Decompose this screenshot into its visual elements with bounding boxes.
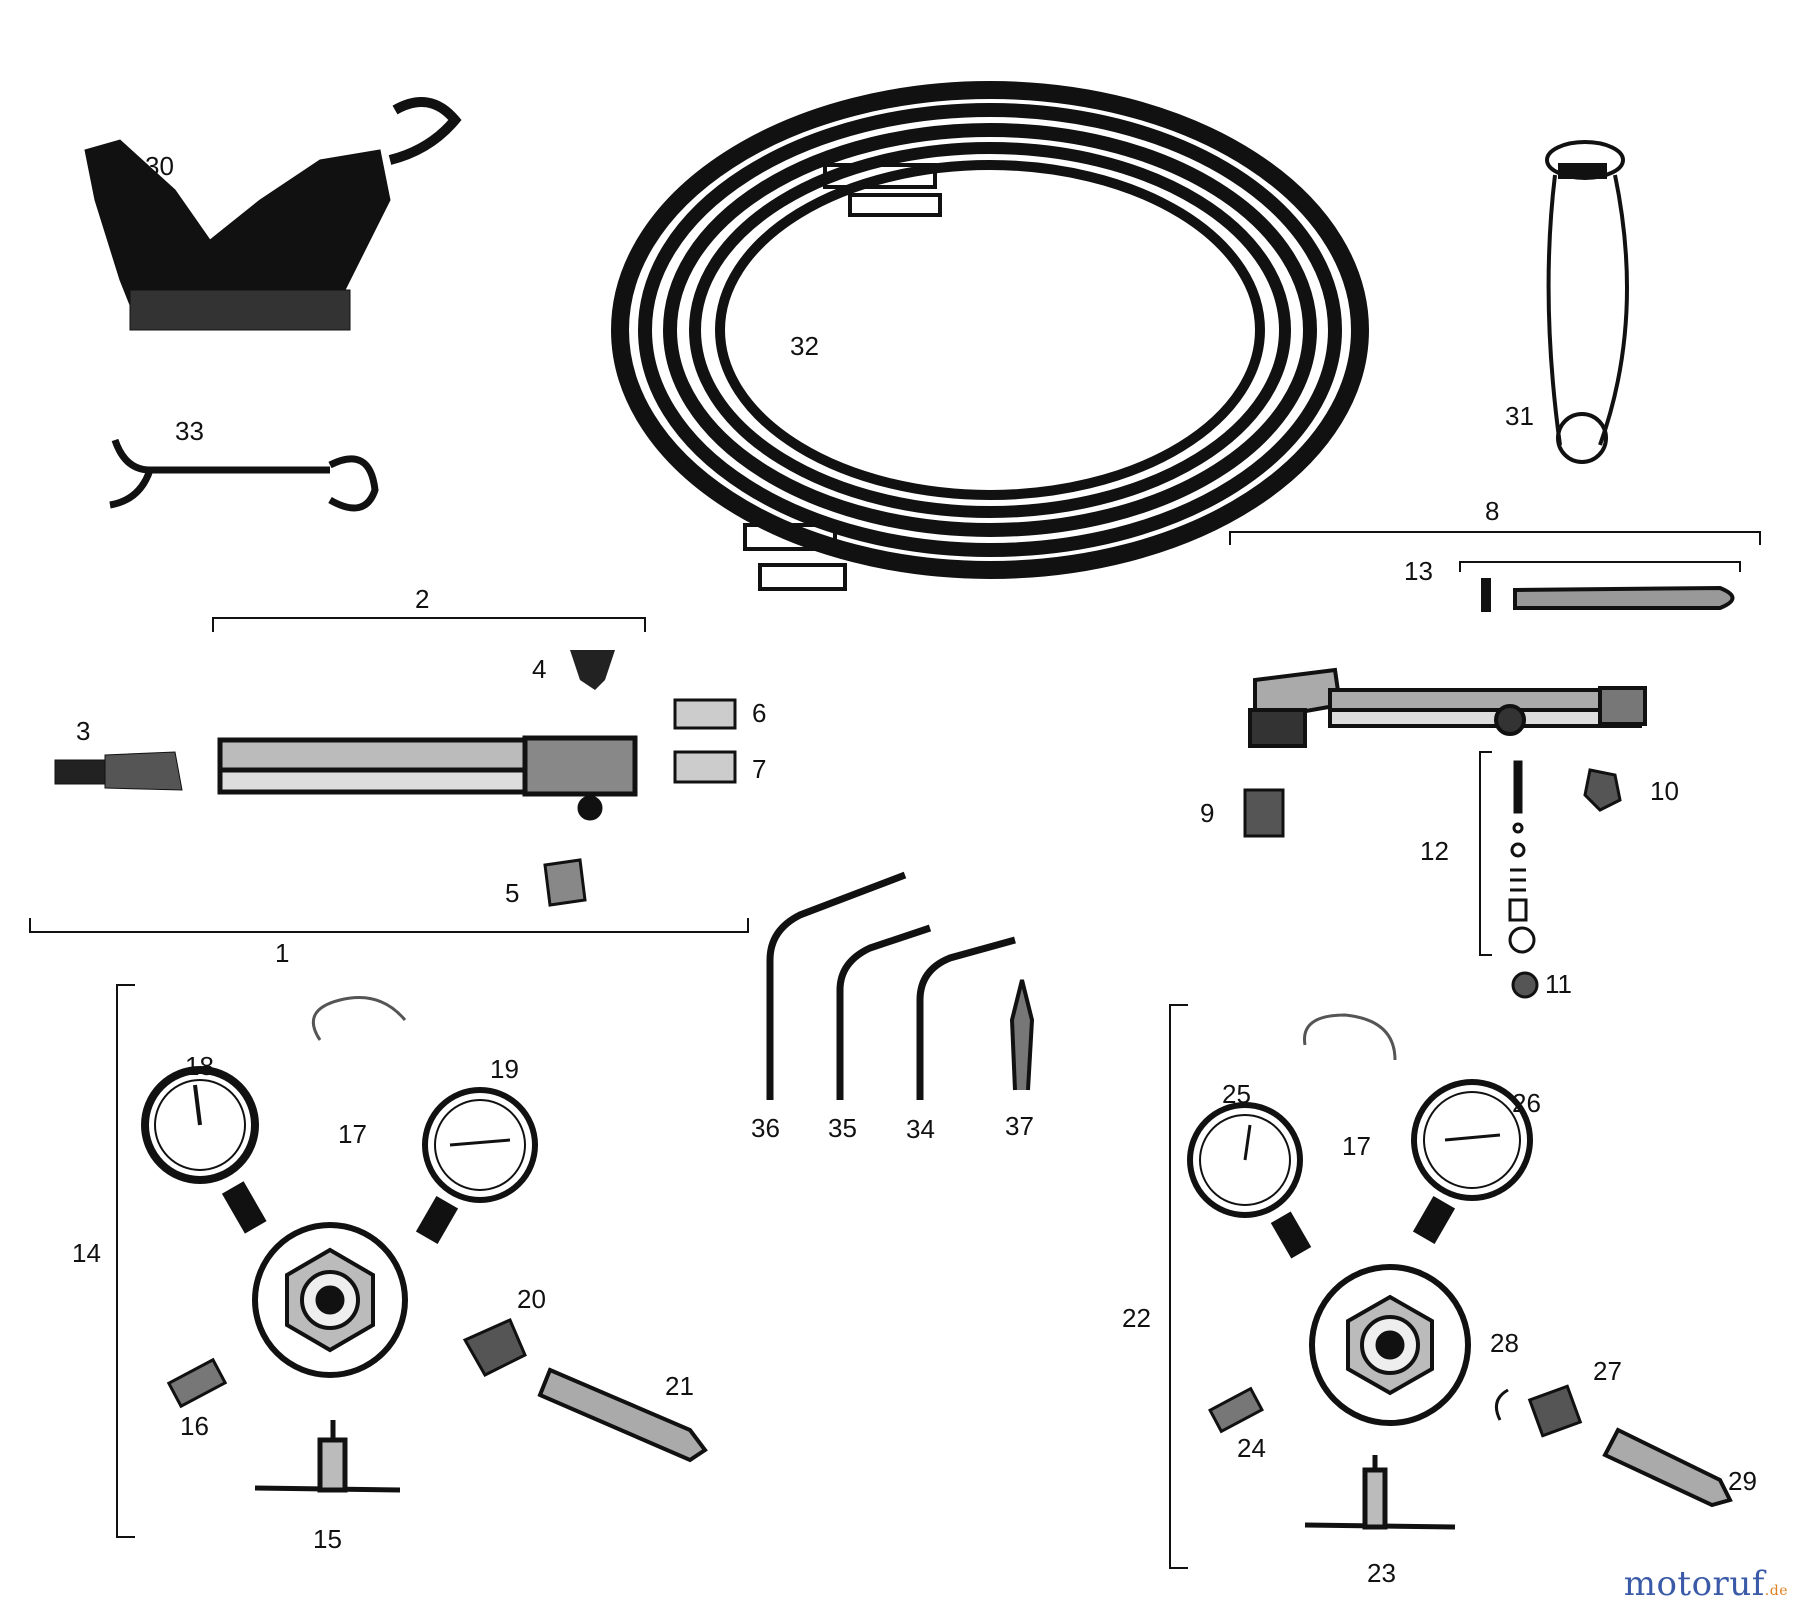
valve-5-icon (543, 858, 587, 907)
washer-11-icon (1511, 971, 1539, 999)
bracket-22-line (1169, 1004, 1188, 1569)
part-label-29: 29 (1728, 1466, 1757, 1496)
t-handle-15-icon (254, 1420, 401, 1493)
seal-ring-17-right-icon (1303, 1013, 1397, 1061)
oxygen-lever-icon (1481, 578, 1735, 612)
seal-ring-28-icon (1494, 1388, 1509, 1421)
tip-37-icon (1009, 979, 1035, 1091)
seal-ring-17-left-icon (311, 996, 407, 1041)
part-label-34: 34 (906, 1114, 935, 1144)
wrench-icon (109, 438, 379, 512)
striker-icon (1545, 140, 1629, 464)
part-label-26: 26 (1512, 1088, 1541, 1118)
part-label-31: 31 (1505, 401, 1534, 431)
gauge-26-icon (1411, 1079, 1533, 1245)
fitting-16-icon (166, 1357, 228, 1409)
gauge-18-icon (141, 1066, 267, 1234)
fitting-24-icon (1208, 1386, 1264, 1434)
part-label-37: 37 (1005, 1111, 1034, 1141)
part-label-13: 13 (1404, 556, 1433, 586)
part-label-35: 35 (828, 1113, 857, 1143)
valve-4-icon (570, 650, 615, 690)
gauge-25-icon (1187, 1102, 1312, 1259)
watermark: motoruf.de (1624, 1564, 1788, 1604)
part-label-25: 25 (1222, 1079, 1251, 1109)
part-label-14: 14 (72, 1238, 101, 1268)
fitting-6-icon (673, 698, 737, 730)
part-label-30: 30 (145, 151, 174, 181)
part-label-10: 10 (1650, 776, 1679, 806)
part-label-4: 4 (532, 654, 546, 684)
part-label-27: 27 (1593, 1356, 1622, 1386)
adjusting-screw-21-icon (537, 1367, 708, 1463)
part-label-7: 7 (752, 754, 766, 784)
part-label-21: 21 (665, 1371, 694, 1401)
gauge-19-icon (415, 1087, 538, 1245)
nut-20-icon (462, 1318, 527, 1377)
tip-36-icon (766, 871, 907, 1100)
part-label-17-left: 17 (338, 1119, 367, 1149)
part-label-5: 5 (505, 878, 519, 908)
part-label-11: 11 (1545, 969, 1572, 999)
bracket-12-line (1479, 751, 1492, 956)
watermark-tld: .de (1764, 1583, 1788, 1599)
part-label-36: 36 (751, 1113, 780, 1143)
seal-parts-icon (1508, 760, 1536, 954)
adjusting-screw-29-icon (1602, 1427, 1733, 1508)
part-label-18: 18 (185, 1051, 214, 1081)
part-label-16: 16 (180, 1411, 209, 1441)
t-handle-23-icon (1304, 1455, 1456, 1530)
part-label-28: 28 (1490, 1328, 1519, 1358)
part-label-3: 3 (76, 716, 90, 746)
watermark-text: motoruf (1623, 1564, 1765, 1604)
part-label-8: 8 (1485, 496, 1499, 526)
part-label-15: 15 (313, 1524, 342, 1554)
bracket-14-line (116, 984, 135, 1538)
part-label-19: 19 (490, 1054, 519, 1084)
part-label-1: 1 (275, 938, 289, 968)
part-label-9: 9 (1200, 798, 1214, 828)
part-label-32: 32 (790, 331, 819, 361)
torch-handle-icon (217, 735, 638, 821)
regulator-body-22-icon (1309, 1264, 1471, 1426)
part-label-2: 2 (415, 584, 429, 614)
bracket-1-line (29, 918, 749, 933)
regulator-body-14-icon (252, 1222, 408, 1378)
tips-group-icon (766, 871, 1035, 1100)
part-label-22: 22 (1122, 1303, 1151, 1333)
bracket-8-line (1229, 531, 1761, 545)
part-label-33: 33 (175, 416, 204, 446)
part-label-23: 23 (1367, 1558, 1396, 1588)
tip-35-icon (836, 924, 932, 1100)
cutting-attachment-icon (1248, 667, 1647, 748)
bracket-2-line (212, 617, 646, 632)
bracket-13-line (1459, 561, 1741, 572)
part-label-24: 24 (1237, 1433, 1266, 1463)
part-label-6: 6 (752, 698, 766, 728)
part-label-12: 12 (1420, 836, 1449, 866)
nozzle-nut-9-icon (1243, 788, 1285, 838)
part-label-20: 20 (517, 1284, 546, 1314)
valve-10-icon (1583, 768, 1622, 812)
nut-27-icon (1527, 1384, 1583, 1438)
welding-tip-icon (54, 751, 183, 791)
hose-coil-icon (611, 81, 1369, 591)
part-label-17-right: 17 (1342, 1131, 1371, 1161)
tip-34-icon (916, 936, 1016, 1100)
fitting-7-icon (673, 750, 737, 784)
goggles-icon (84, 97, 462, 331)
